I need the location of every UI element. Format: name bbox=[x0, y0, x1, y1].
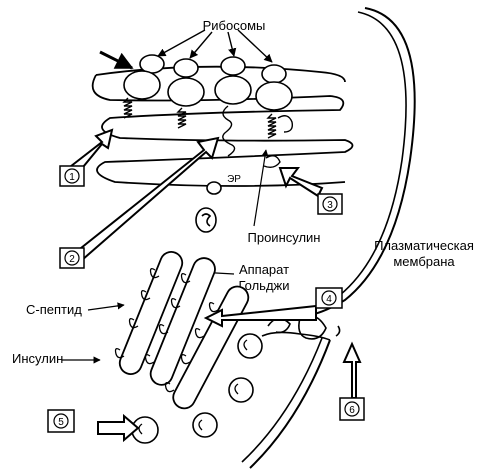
ribosome-arrows bbox=[157, 29, 273, 63]
step-4-number: 4 bbox=[326, 294, 332, 305]
step-box-1: 1 bbox=[59, 165, 85, 187]
er-label: ЭР bbox=[227, 174, 241, 185]
plasma-membrane-inner bbox=[339, 11, 407, 296]
c-peptide-label: С-пептид bbox=[26, 302, 82, 317]
c-peptide-pointer bbox=[87, 302, 125, 311]
plasma-membrane-lower-inner bbox=[241, 337, 323, 463]
step-arrows bbox=[64, 128, 362, 443]
step-box-2: 2 bbox=[59, 247, 85, 269]
golgi-label-2: Гольджи bbox=[238, 278, 289, 293]
step-2-number: 2 bbox=[69, 254, 75, 265]
proinsulin-vesicles bbox=[195, 181, 222, 233]
step-1-number: 1 bbox=[69, 172, 75, 183]
step-box-5: 5 bbox=[47, 409, 75, 433]
mrna-arrow bbox=[99, 50, 134, 70]
peptide-chains bbox=[122, 97, 294, 169]
granule-cores bbox=[138, 339, 248, 435]
step-box-3: 3 bbox=[317, 193, 343, 215]
ribosomes-label: Рибосомы bbox=[203, 18, 266, 33]
plasma-membrane-label-1: Плазматическая bbox=[374, 238, 474, 253]
step-6-number: 6 bbox=[349, 405, 355, 416]
proinsulin-label: Проинсулин bbox=[248, 230, 321, 245]
secretory-granules bbox=[131, 333, 263, 444]
golgi-granules bbox=[114, 268, 219, 393]
step-box-6: 6 bbox=[339, 397, 365, 421]
plasma-membrane-lower bbox=[249, 339, 331, 469]
insulin-label: Инсулин bbox=[12, 351, 63, 366]
plasma-membrane-label-2: мембрана bbox=[393, 254, 455, 269]
step-5-number: 5 bbox=[58, 417, 64, 428]
golgi-label-1: Аппарат bbox=[239, 262, 289, 277]
ribosomes bbox=[123, 54, 293, 111]
step-box-4: 4 bbox=[315, 287, 343, 309]
proinsulin-pointer bbox=[253, 149, 269, 227]
step-3-number: 3 bbox=[327, 200, 333, 211]
